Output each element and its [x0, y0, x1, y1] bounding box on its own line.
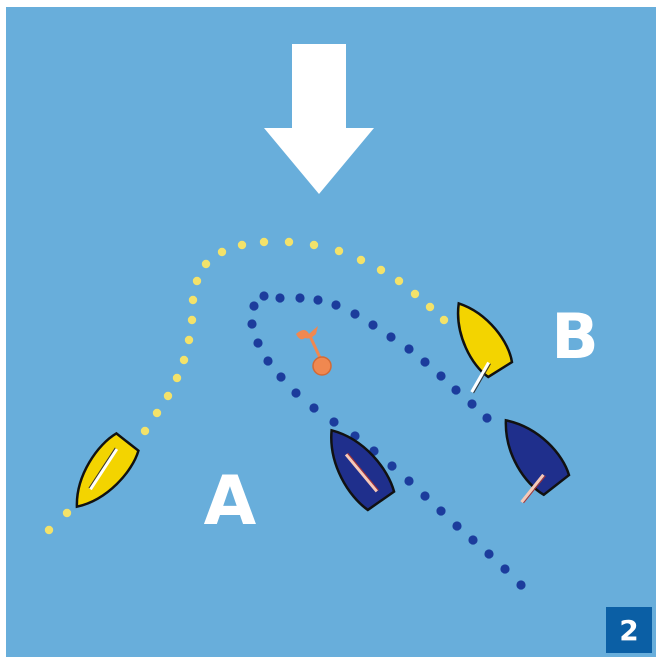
blue-track-dot: [249, 301, 259, 311]
yellow-track-dot: [217, 247, 227, 257]
yellow-track-dot: [356, 255, 366, 265]
blue-track-dot: [404, 344, 414, 354]
blue-boat-b: [504, 418, 571, 504]
label-b: B: [551, 300, 598, 373]
yellow-track-dot: [140, 426, 150, 436]
blue-track-dot: [482, 413, 492, 423]
yellow-track-dot: [201, 259, 211, 269]
blue-track-dot: [247, 319, 257, 329]
blue-track-dot: [420, 357, 430, 367]
yellow-track-dot: [309, 240, 319, 250]
blue-track-dot: [368, 320, 378, 330]
wind-arrow-icon: [264, 44, 374, 194]
blue-track-dot: [436, 371, 446, 381]
blue-track-dot: [386, 332, 396, 342]
yellow-track-dot: [410, 289, 420, 299]
blue-track-dot: [275, 293, 285, 303]
blue-track-dot: [253, 338, 263, 348]
blue-track-dot: [516, 580, 526, 590]
blue-track-dot: [329, 417, 339, 427]
blue-track-dot: [331, 300, 341, 310]
yellow-track-dot: [284, 237, 294, 247]
yellow-track-dot: [62, 508, 72, 518]
blue-track-dot: [436, 506, 446, 516]
yellow-track-dot: [184, 335, 194, 345]
yellow-track-dot: [44, 525, 54, 535]
blue-boat-a: [330, 428, 396, 512]
blue-track-dot: [500, 564, 510, 574]
yellow-track-dot: [163, 391, 173, 401]
blue-track-dot: [484, 549, 494, 559]
yellow-track-dot: [376, 265, 386, 275]
yellow-track-dot: [334, 246, 344, 256]
blue-boat-track: [247, 291, 526, 590]
label-a: A: [204, 462, 257, 541]
yellow-track-dot: [188, 295, 198, 305]
yellow-track-dot: [172, 373, 182, 383]
yellow-track-dot: [237, 240, 247, 250]
blue-track-dot: [263, 356, 273, 366]
yellow-track-dot: [394, 276, 404, 286]
blue-track-dot: [309, 403, 319, 413]
blue-track-dot: [452, 521, 462, 531]
blue-track-dot: [350, 309, 360, 319]
yellow-track-dot: [187, 315, 197, 325]
mark-buoy-icon: [296, 326, 332, 376]
yellow-track-dot: [439, 315, 449, 325]
yellow-boat-b: [456, 301, 514, 394]
blue-track-dot: [467, 399, 477, 409]
blue-track-dot: [451, 385, 461, 395]
yellow-track-dot: [152, 408, 162, 418]
blue-track-dot: [387, 461, 397, 471]
blue-track-dot: [468, 535, 478, 545]
figure-number-badge: 2: [606, 607, 652, 653]
blue-track-dot: [291, 388, 301, 398]
yellow-track-dot: [192, 276, 202, 286]
blue-track-dot: [295, 293, 305, 303]
blue-track-dot: [404, 476, 414, 486]
blue-track-dot: [420, 491, 430, 501]
yellow-track-dot: [425, 302, 435, 312]
yellow-track-dot: [179, 355, 189, 365]
yellow-track-dot: [259, 237, 269, 247]
yellow-boat-a: [75, 431, 140, 509]
blue-track-dot: [276, 372, 286, 382]
blue-track-dot: [259, 291, 269, 301]
blue-track-dot: [313, 295, 323, 305]
